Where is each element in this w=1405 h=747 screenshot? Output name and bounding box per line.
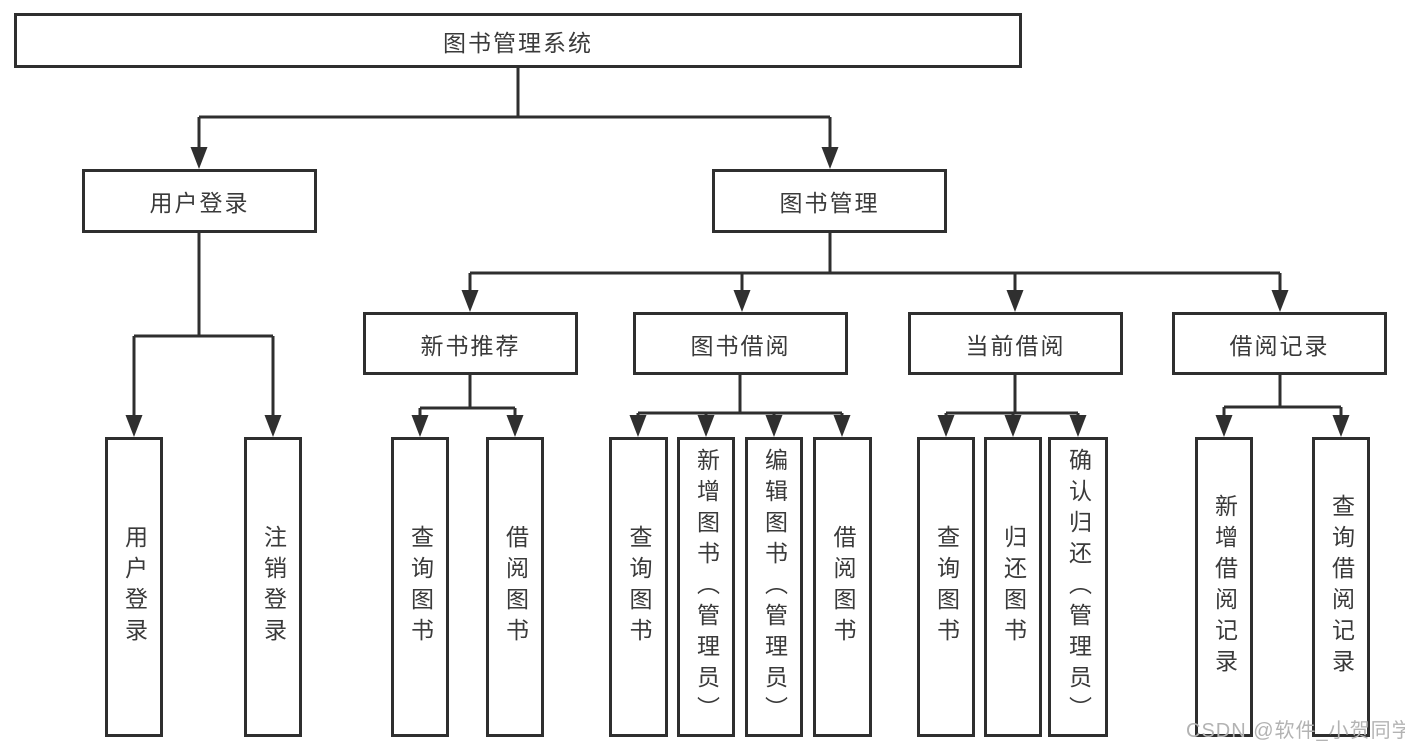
node-book-management: 图书管理 [712, 169, 947, 233]
arrow-down-icon [125, 415, 143, 437]
connector-user-login [132, 233, 275, 420]
node-current-borrow: 当前借阅 [908, 312, 1123, 375]
arrow-down-icon [629, 415, 647, 437]
arrow-down-icon [1004, 415, 1022, 437]
node-book-borrow: 图书借阅 [633, 312, 848, 375]
arrow-down-icon [506, 415, 524, 437]
connector-root [197, 68, 832, 152]
arrow-down-icon [190, 147, 208, 169]
arrow-down-icon [264, 415, 282, 437]
node-borrow-records: 借阅记录 [1172, 312, 1387, 375]
arrow-down-icon [461, 290, 479, 312]
arrow-down-icon [1271, 290, 1289, 312]
node-new-book-recommend: 新书推荐 [363, 312, 578, 375]
leaf-borrow-books: 借阅图书 [813, 437, 872, 737]
node-library-management-system: 图书管理系统 [14, 13, 1022, 68]
arrow-down-icon [765, 415, 783, 437]
connector-book-borrow [636, 375, 844, 420]
connector-current-borrow [944, 375, 1080, 420]
arrow-down-icon [833, 415, 851, 437]
leaf-recommend-borrow-books: 借阅图书 [486, 437, 544, 737]
connector-new-book-recommend [418, 375, 517, 420]
leaf-recommend-query-books: 查询图书 [391, 437, 449, 737]
csdn-watermark: CSDN @软件_小贺同学 [1186, 720, 1405, 742]
arrow-down-icon [1006, 290, 1024, 312]
arrow-down-icon [821, 147, 839, 169]
leaf-edit-books-admin: 编辑图书（管理员） [745, 437, 803, 737]
connector-borrow-records [1222, 375, 1343, 420]
arrow-down-icon [937, 415, 955, 437]
leaf-add-books-admin: 新增图书（管理员） [677, 437, 735, 737]
node-user-login: 用户登录 [82, 169, 317, 233]
leaf-borrow-query-books: 查询图书 [609, 437, 668, 737]
leaf-query-borrow-record: 查询借阅记录 [1312, 437, 1370, 737]
connector-book-management [468, 233, 1282, 295]
arrow-down-icon [1069, 415, 1087, 437]
leaf-logout: 注销登录 [244, 437, 302, 737]
leaf-user-login: 用户登录 [105, 437, 163, 737]
arrow-down-icon [411, 415, 429, 437]
leaf-confirm-return-admin: 确认归还（管理员） [1048, 437, 1108, 737]
arrow-down-icon [733, 290, 751, 312]
arrow-down-icon [1332, 415, 1350, 437]
leaf-return-books: 归还图书 [984, 437, 1042, 737]
arrow-down-icon [1215, 415, 1233, 437]
leaf-add-borrow-record: 新增借阅记录 [1195, 437, 1253, 737]
leaf-current-query-books: 查询图书 [917, 437, 975, 737]
arrow-down-icon [697, 415, 715, 437]
